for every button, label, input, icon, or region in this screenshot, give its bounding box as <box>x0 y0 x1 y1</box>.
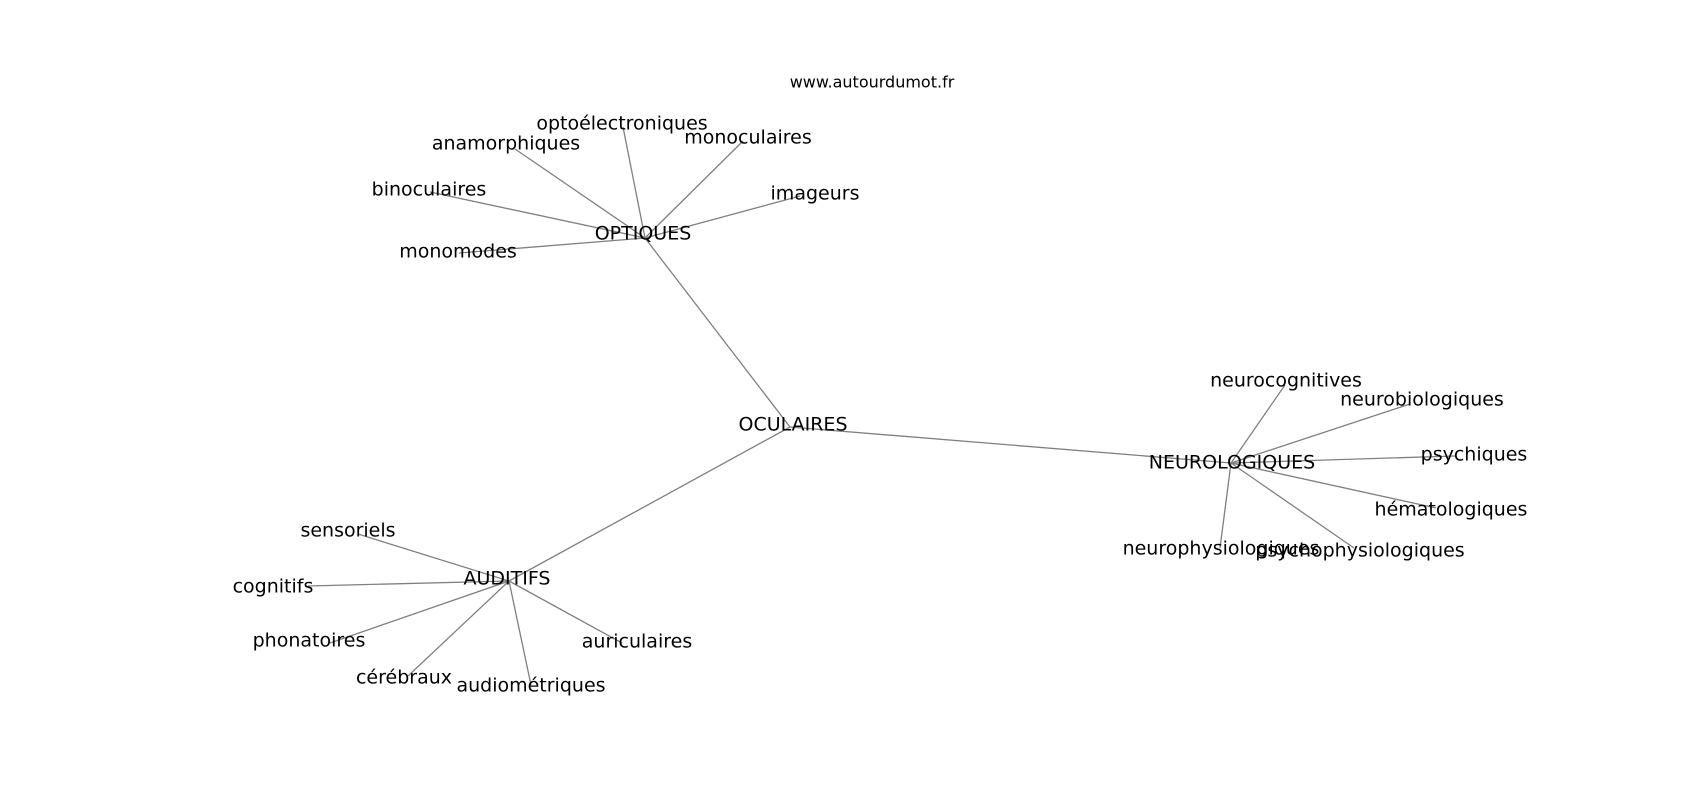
node-leaf[interactable]: psychiques <box>1421 444 1528 466</box>
node-leaf[interactable]: neurophysiologiques <box>1123 538 1320 560</box>
edge-center-to-hub <box>789 426 1232 464</box>
edge-hub-to-leaf <box>1230 462 1355 549</box>
node-leaf[interactable]: cérébraux <box>356 667 452 689</box>
edge-hub-to-leaf <box>622 126 646 239</box>
node-leaf[interactable]: cognitifs <box>233 576 314 598</box>
node-hub[interactable]: OPTIQUES <box>595 223 692 245</box>
edge-hub-to-leaf <box>1230 455 1456 464</box>
graph-labels: OCULAIRES OPTIQUES optoélectroniquesanamor… <box>233 113 1528 697</box>
node-hub[interactable]: AUDITIFS <box>463 568 550 590</box>
node-leaf[interactable]: hématologiques <box>1375 499 1528 521</box>
node-leaf[interactable]: optoélectroniques <box>536 113 707 135</box>
edge-hub-to-leaf <box>1230 403 1411 464</box>
edge-hub-to-leaf <box>1230 462 1437 509</box>
edge-hub-to-leaf <box>429 191 646 239</box>
edge-center-to-hub <box>644 237 791 428</box>
node-leaf[interactable]: sensoriels <box>300 520 395 542</box>
graph-edges <box>307 126 1456 686</box>
edge-hub-to-leaf <box>508 580 532 686</box>
node-leaf[interactable]: monoculaires <box>684 127 811 149</box>
edge-hub-to-leaf <box>1219 462 1232 549</box>
site-url: www.autourdumot.fr <box>790 73 955 92</box>
node-leaf[interactable]: phonatoires <box>253 630 366 652</box>
node-leaf[interactable]: psychophysiologiques <box>1255 540 1464 562</box>
edge-hub-to-leaf <box>508 580 623 644</box>
node-center[interactable]: OCULAIRES <box>738 414 847 436</box>
node-leaf[interactable]: auriculaires <box>582 631 692 653</box>
node-leaf[interactable]: binoculaires <box>372 179 487 201</box>
node-leaf[interactable]: neurocognitives <box>1210 370 1362 392</box>
edge-hub-to-leaf <box>644 195 801 239</box>
node-leaf[interactable]: neurobiologiques <box>1340 389 1504 411</box>
edge-hub-to-leaf <box>407 580 510 677</box>
edge-hub-to-leaf <box>1230 384 1286 464</box>
node-leaf[interactable]: audiométriques <box>456 675 605 697</box>
node-leaf[interactable]: imageurs <box>771 183 860 205</box>
edge-hub-to-leaf <box>307 580 510 587</box>
node-leaf[interactable]: monomodes <box>399 241 517 263</box>
edge-hub-to-leaf <box>329 580 510 644</box>
edge-hub-to-leaf <box>514 148 646 239</box>
node-hub[interactable]: NEUROLOGIQUES <box>1149 452 1315 474</box>
edge-center-to-hub <box>508 426 791 582</box>
edge-hub-to-leaf <box>357 533 510 582</box>
edge-hub-to-leaf <box>644 140 744 239</box>
edge-hub-to-leaf <box>458 237 646 254</box>
node-leaf[interactable]: anamorphiques <box>432 133 580 155</box>
